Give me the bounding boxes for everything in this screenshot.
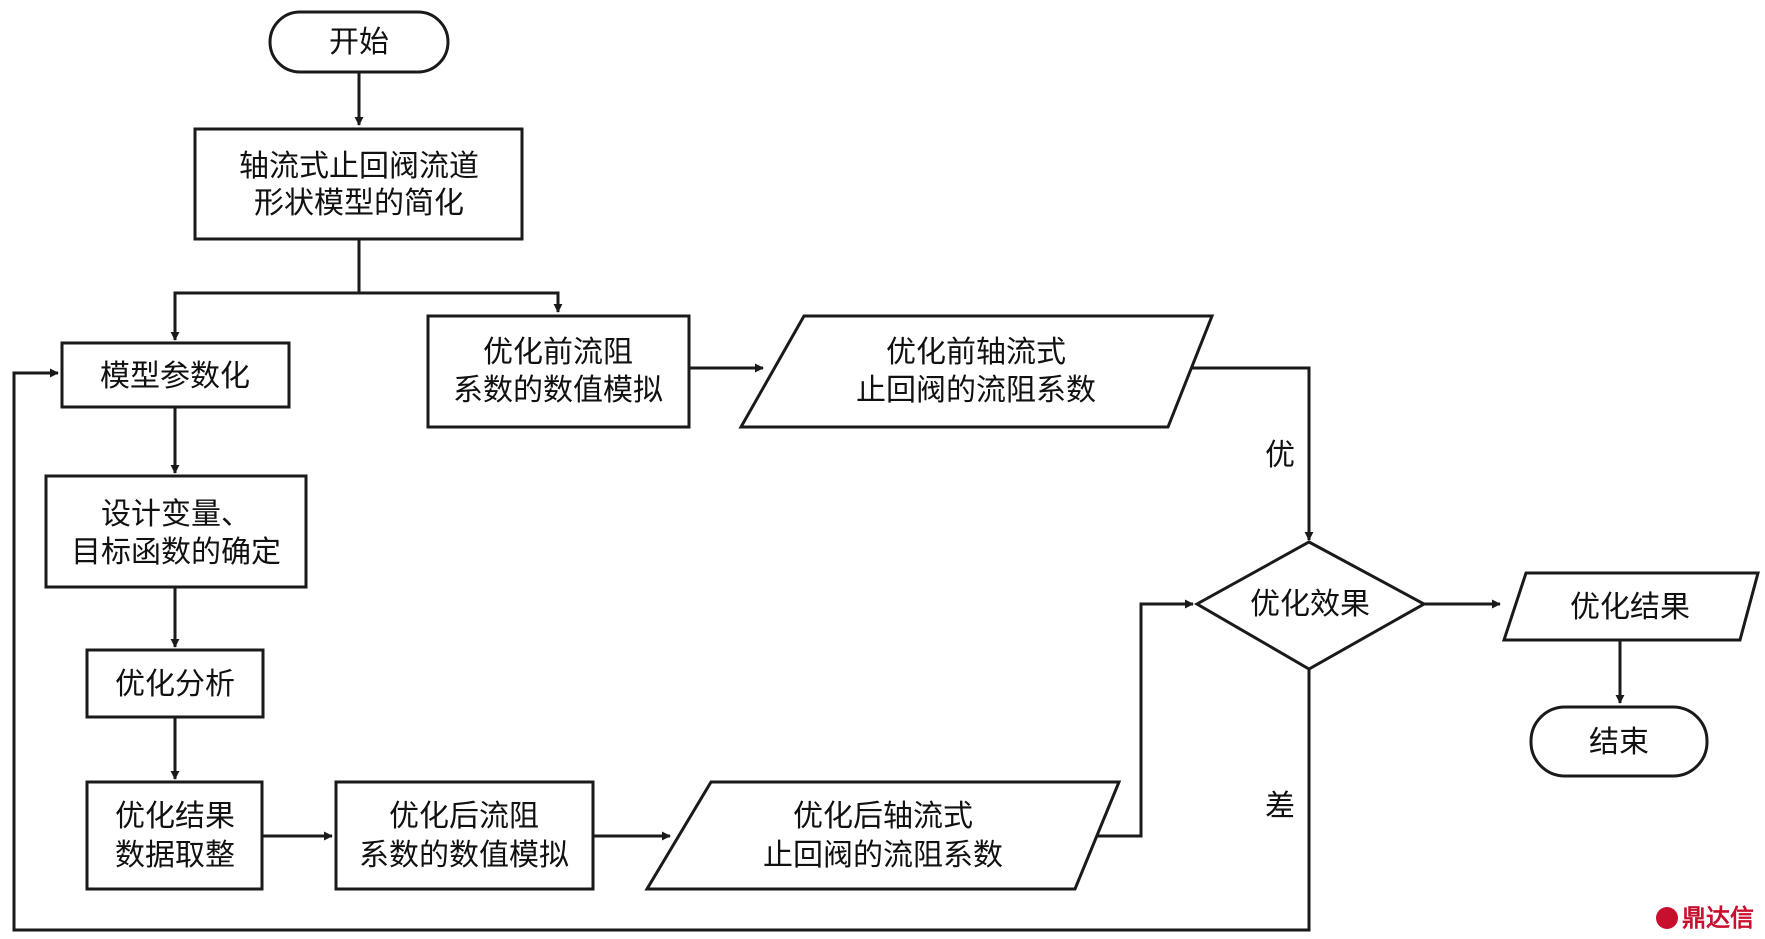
node-design-label-2: 目标函数的确定 bbox=[71, 535, 281, 570]
node-result-label: 优化结果 bbox=[1570, 590, 1690, 625]
node-coef-after-label-1: 优化后轴流式 bbox=[793, 799, 973, 834]
edge-effect-feedback-to-param bbox=[12, 368, 1311, 932]
node-sim-after-shape bbox=[334, 780, 595, 891]
node-result-shape bbox=[1501, 571, 1760, 642]
node-coef-before-label-2: 止回阀的流阻系数 bbox=[856, 373, 1096, 408]
node-rounding-label-2: 数据取整 bbox=[115, 838, 235, 873]
node-end-label: 结束 bbox=[1589, 725, 1649, 760]
node-effect-shape bbox=[1193, 540, 1428, 671]
node-design-label-1: 设计变量、 bbox=[101, 497, 251, 532]
node-coef-before-label-1: 优化前轴流式 bbox=[886, 335, 1066, 370]
node-param-label: 模型参数化 bbox=[100, 359, 250, 394]
node-sim-after-label-1: 优化后流阻 bbox=[389, 799, 539, 834]
node-simplify-label-2: 形状模型的简化 bbox=[254, 186, 464, 221]
node-end-shape bbox=[1529, 705, 1709, 778]
edge-simplify-to-sim-before bbox=[359, 291, 563, 313]
node-design-shape bbox=[44, 474, 308, 589]
node-rounding-shape bbox=[85, 780, 264, 891]
watermark: 鼎达信 bbox=[1656, 904, 1754, 932]
node-sim-after-label-2: 系数的数值模拟 bbox=[359, 838, 569, 873]
watermark-logo-icon bbox=[1656, 907, 1678, 929]
edge-simplify-to-param bbox=[170, 239, 361, 341]
node-sim-before-label-1: 优化前流阻 bbox=[483, 335, 633, 370]
node-rounding-label-1: 优化结果 bbox=[115, 799, 235, 834]
node-analysis-shape bbox=[85, 648, 265, 719]
node-simplify-label-1: 轴流式止回阀流道 bbox=[239, 149, 479, 184]
node-coef-after-label-2: 止回阀的流阻系数 bbox=[763, 838, 1003, 873]
node-effect-label: 优化效果 bbox=[1250, 587, 1370, 622]
edge-coef-after-to-effect bbox=[1097, 599, 1194, 838]
node-simplify-shape bbox=[193, 127, 524, 241]
watermark-label: 鼎达信 bbox=[1682, 904, 1754, 932]
node-start-shape bbox=[268, 10, 450, 74]
node-analysis-label: 优化分析 bbox=[115, 667, 235, 702]
edge-label-bad: 差 bbox=[1265, 789, 1295, 824]
edge-coef-before-to-effect bbox=[1190, 366, 1314, 541]
node-coef-before-shape bbox=[738, 314, 1215, 429]
node-sim-before-label-2: 系数的数值模拟 bbox=[453, 373, 663, 408]
node-coef-after-shape bbox=[644, 780, 1122, 891]
edge-label-good: 优 bbox=[1265, 438, 1295, 473]
node-start-label: 开始 bbox=[329, 25, 389, 60]
node-sim-before-shape bbox=[426, 314, 691, 429]
node-param-shape bbox=[60, 341, 291, 409]
